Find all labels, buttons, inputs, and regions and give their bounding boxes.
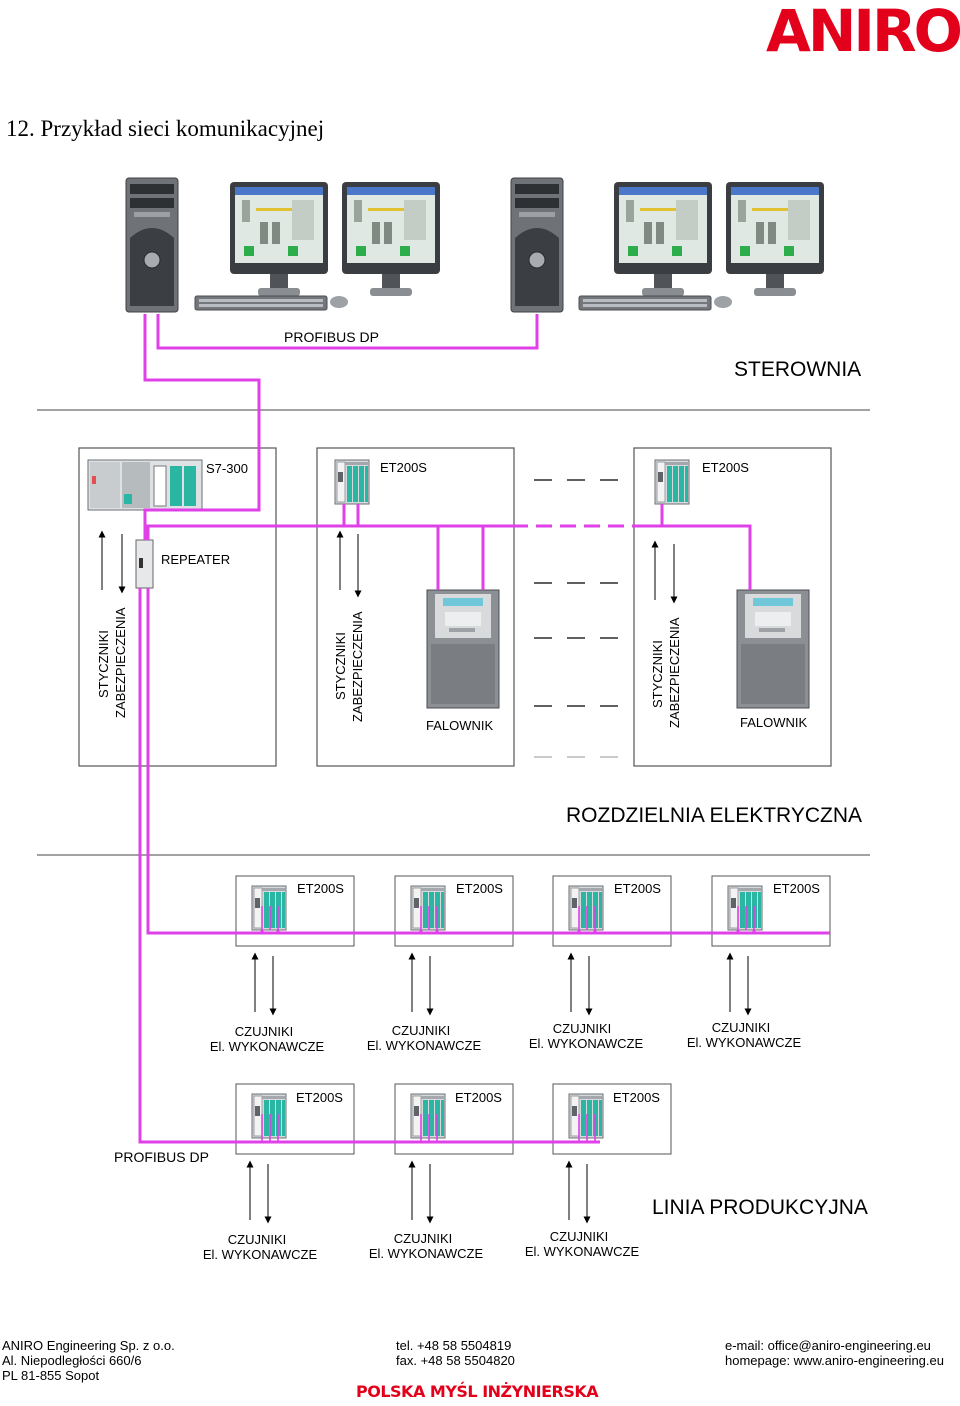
actuators-label: El. WYKONAWCZE (525, 1244, 640, 1259)
et200s-icon (410, 885, 446, 931)
et200s-label: ET200S (297, 881, 344, 896)
footer-email[interactable]: e-mail: office@aniro-engineering.eu (725, 1338, 931, 1353)
contactors-label: STYCZNIKI (650, 640, 665, 708)
plc-label: S7-300 (206, 461, 248, 476)
et200s-label: ET200S (773, 881, 820, 896)
sensors-label: CZUJNIKI (228, 1232, 287, 1247)
field-station-box (552, 875, 672, 947)
repeater-label: REPEATER (161, 552, 230, 567)
profibus-label-bottom: PROFIBUS DP (114, 1149, 209, 1165)
footer-company: ANIRO Engineering Sp. z o.o. (2, 1338, 175, 1353)
contactors-label: STYCZNIKI (333, 632, 348, 700)
aniro-logo: ANIRO (766, 0, 960, 65)
inverter-label: FALOWNIK (426, 718, 494, 733)
et200s-label: ET200S (702, 460, 749, 475)
inverter-icon (426, 589, 500, 709)
pc-tower-icon (510, 177, 564, 313)
continuation-dashes (534, 479, 618, 758)
et200s-icon (251, 885, 287, 931)
plc-s7-300-icon (87, 459, 203, 511)
et200s-icon (568, 1093, 604, 1139)
actuators-label: El. WYKONAWCZE (687, 1035, 802, 1050)
keyboard-icon (194, 295, 349, 311)
inverter-icon (736, 589, 810, 709)
field-station-box (394, 875, 514, 947)
protections-label: ZABEZPIECZENIA (113, 607, 128, 718)
monitor-icon (614, 182, 712, 296)
et200s-icon (727, 885, 763, 931)
monitor-icon (342, 182, 440, 296)
sensors-label: CZUJNIKI (394, 1231, 453, 1246)
et200s-icon (334, 459, 370, 505)
field-station-box (235, 875, 355, 947)
et200s-label: ET200S (613, 1090, 660, 1105)
pc-tower-icon (125, 177, 179, 313)
inverter-label: FALOWNIK (740, 715, 808, 730)
et200s-icon (410, 1093, 446, 1139)
et200s-label: ET200S (296, 1090, 343, 1105)
sensors-label: CZUJNIKI (235, 1024, 294, 1039)
zone-label-control-room: STEROWNIA (734, 358, 861, 381)
protections-label: ZABEZPIECZENIA (667, 617, 682, 728)
footer-homepage[interactable]: homepage: www.aniro-engineering.eu (725, 1353, 944, 1368)
protections-label: ZABEZPIECZENIA (350, 611, 365, 722)
repeater-icon (135, 539, 154, 589)
actuators-label: El. WYKONAWCZE (367, 1038, 482, 1053)
sensors-label: CZUJNIKI (712, 1020, 771, 1035)
keyboard-icon (578, 295, 733, 311)
et200s-icon (568, 885, 604, 931)
page-title: 12. Przykład sieci komunikacyjnej (6, 116, 325, 141)
et200s-label: ET200S (380, 460, 427, 475)
sensors-label: CZUJNIKI (550, 1229, 609, 1244)
et200s-icon (654, 459, 690, 505)
et200s-icon (251, 1093, 287, 1139)
field-station-box (552, 1083, 672, 1155)
actuators-label: El. WYKONAWCZE (203, 1247, 318, 1262)
monitor-icon (726, 182, 824, 296)
zone-label-production-line: LINIA PRODUKCYJNA (652, 1196, 868, 1219)
profibus-bus (138, 314, 830, 1144)
et200s-label: ET200S (455, 1090, 502, 1105)
cabinet-plc (78, 447, 277, 767)
actuators-label: El. WYKONAWCZE (529, 1036, 644, 1051)
footer-fax: fax. +48 58 5504820 (396, 1353, 515, 1368)
field-station-box (235, 1083, 355, 1155)
footer-city: PL 81-855 Sopot (2, 1368, 100, 1383)
cabinet-et200s-2 (633, 447, 832, 767)
et200s-label: ET200S (614, 881, 661, 896)
zone-label-switchgear: ROZDZIELNIA ELEKTRYCZNA (566, 804, 862, 827)
footer-tel: tel. +48 58 5504819 (396, 1338, 512, 1353)
profibus-label-top: PROFIBUS DP (284, 329, 379, 345)
actuators-label: El. WYKONAWCZE (210, 1039, 325, 1054)
footer-street: Al. Niepodległości 660/6 (2, 1353, 142, 1368)
field-station-box (711, 875, 831, 947)
cabinet-et200s-1 (316, 447, 515, 767)
et200s-label: ET200S (456, 881, 503, 896)
sensors-label: CZUJNIKI (553, 1021, 612, 1036)
footer-slogan: POLSKA MYŚL INŻYNIERSKA (356, 1382, 599, 1401)
contactors-label: STYCZNIKI (96, 630, 111, 698)
actuators-label: El. WYKONAWCZE (369, 1246, 484, 1261)
monitor-icon (230, 182, 328, 296)
field-station-box (394, 1083, 514, 1155)
sensors-label: CZUJNIKI (392, 1023, 451, 1038)
